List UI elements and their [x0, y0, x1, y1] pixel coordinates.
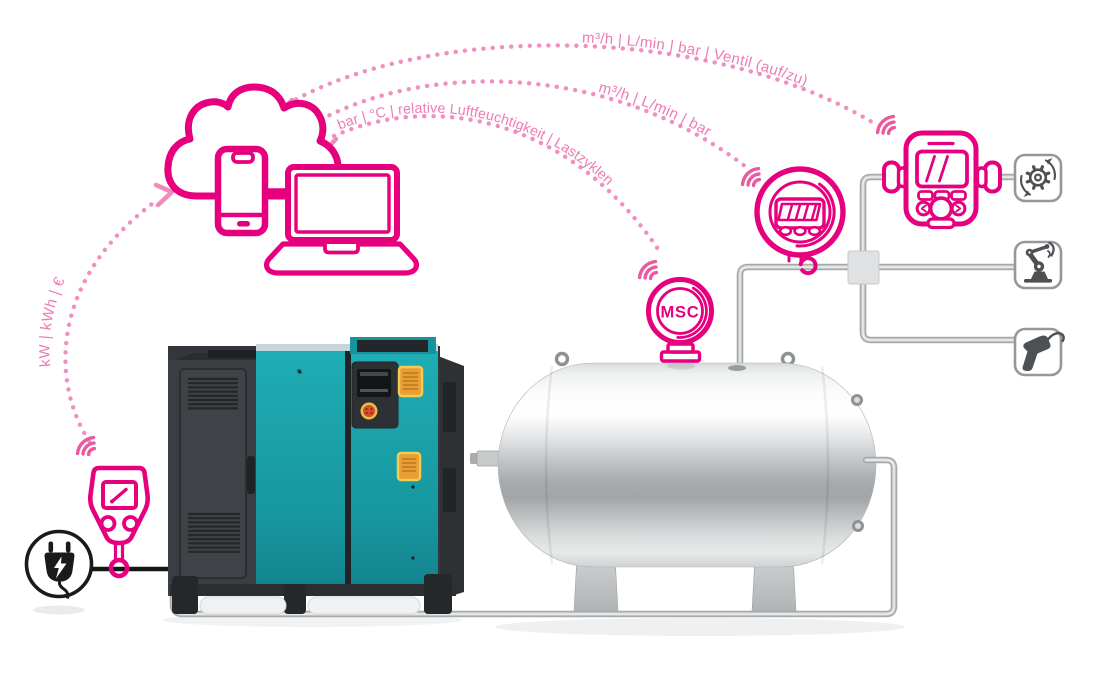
data-arc-power: kW | kWh | €	[36, 182, 175, 441]
wifi-waves-icon	[740, 166, 762, 188]
compressor-panel-left	[256, 351, 345, 590]
laptop-icon	[263, 164, 420, 276]
consumer-gear-box	[1013, 153, 1063, 203]
pipe-branch-down	[859, 279, 1020, 344]
base-rail	[199, 596, 287, 615]
power-plug-icon	[24, 529, 94, 615]
smartphone-icon	[214, 145, 269, 237]
msc-sensor-label: MSC	[660, 304, 699, 322]
flow-meter-icon	[882, 130, 1002, 230]
vent-slats	[188, 377, 240, 553]
wifi-waves-icon	[637, 259, 659, 281]
arrowhead-icon	[153, 182, 175, 208]
wifi-waves-icon	[875, 114, 897, 136]
lifting-eye	[852, 520, 864, 532]
svg-text:m³/h | L/min | bar: m³/h | L/min | bar	[597, 79, 714, 140]
air-receiver-tank	[470, 351, 877, 617]
pipe-tank-to-consumers	[736, 263, 1020, 372]
gear-process-icon	[1020, 158, 1056, 197]
blow-gun-icon	[1022, 331, 1065, 371]
warning-label	[396, 451, 422, 482]
cloud-platform	[164, 83, 420, 276]
pipe-junction-box	[847, 250, 880, 285]
compressor	[168, 337, 464, 615]
dotted-arc	[65, 204, 152, 441]
consumer-box	[1013, 153, 1063, 203]
warning-label	[397, 365, 424, 398]
tank-port	[476, 450, 502, 467]
compressor-top-strip	[256, 344, 438, 352]
msc-sensor-icon: MSC	[646, 277, 714, 363]
consumer-robot-box	[1013, 240, 1063, 290]
lifting-eye	[554, 351, 570, 367]
robot-arm-icon	[1024, 241, 1055, 283]
lightning-bolt-icon	[54, 556, 67, 579]
top-vent-opening	[357, 340, 428, 352]
compressor-foot	[424, 574, 452, 614]
compressor-foot	[284, 584, 306, 614]
pipe-network	[736, 173, 1020, 372]
wifi-waves-icon	[75, 435, 97, 457]
flow-sensor-icon	[754, 166, 846, 276]
tank-shadow	[495, 618, 905, 636]
base-rail	[307, 596, 421, 615]
tank-weld-seam	[544, 365, 554, 565]
control-panel	[351, 361, 399, 429]
pipe-branch-up	[859, 173, 1020, 256]
tank-weld-seam	[820, 365, 830, 565]
consumer-blowgun-box	[1013, 327, 1065, 377]
lifting-eye	[851, 394, 863, 406]
compressor-foot	[172, 576, 198, 614]
tank-top-port	[728, 365, 746, 371]
tank-body	[497, 362, 877, 568]
arc-label-flow-tank: m³/h | L/min | bar	[597, 79, 714, 140]
door-handle	[247, 456, 255, 494]
power-meter-icon	[87, 465, 151, 579]
